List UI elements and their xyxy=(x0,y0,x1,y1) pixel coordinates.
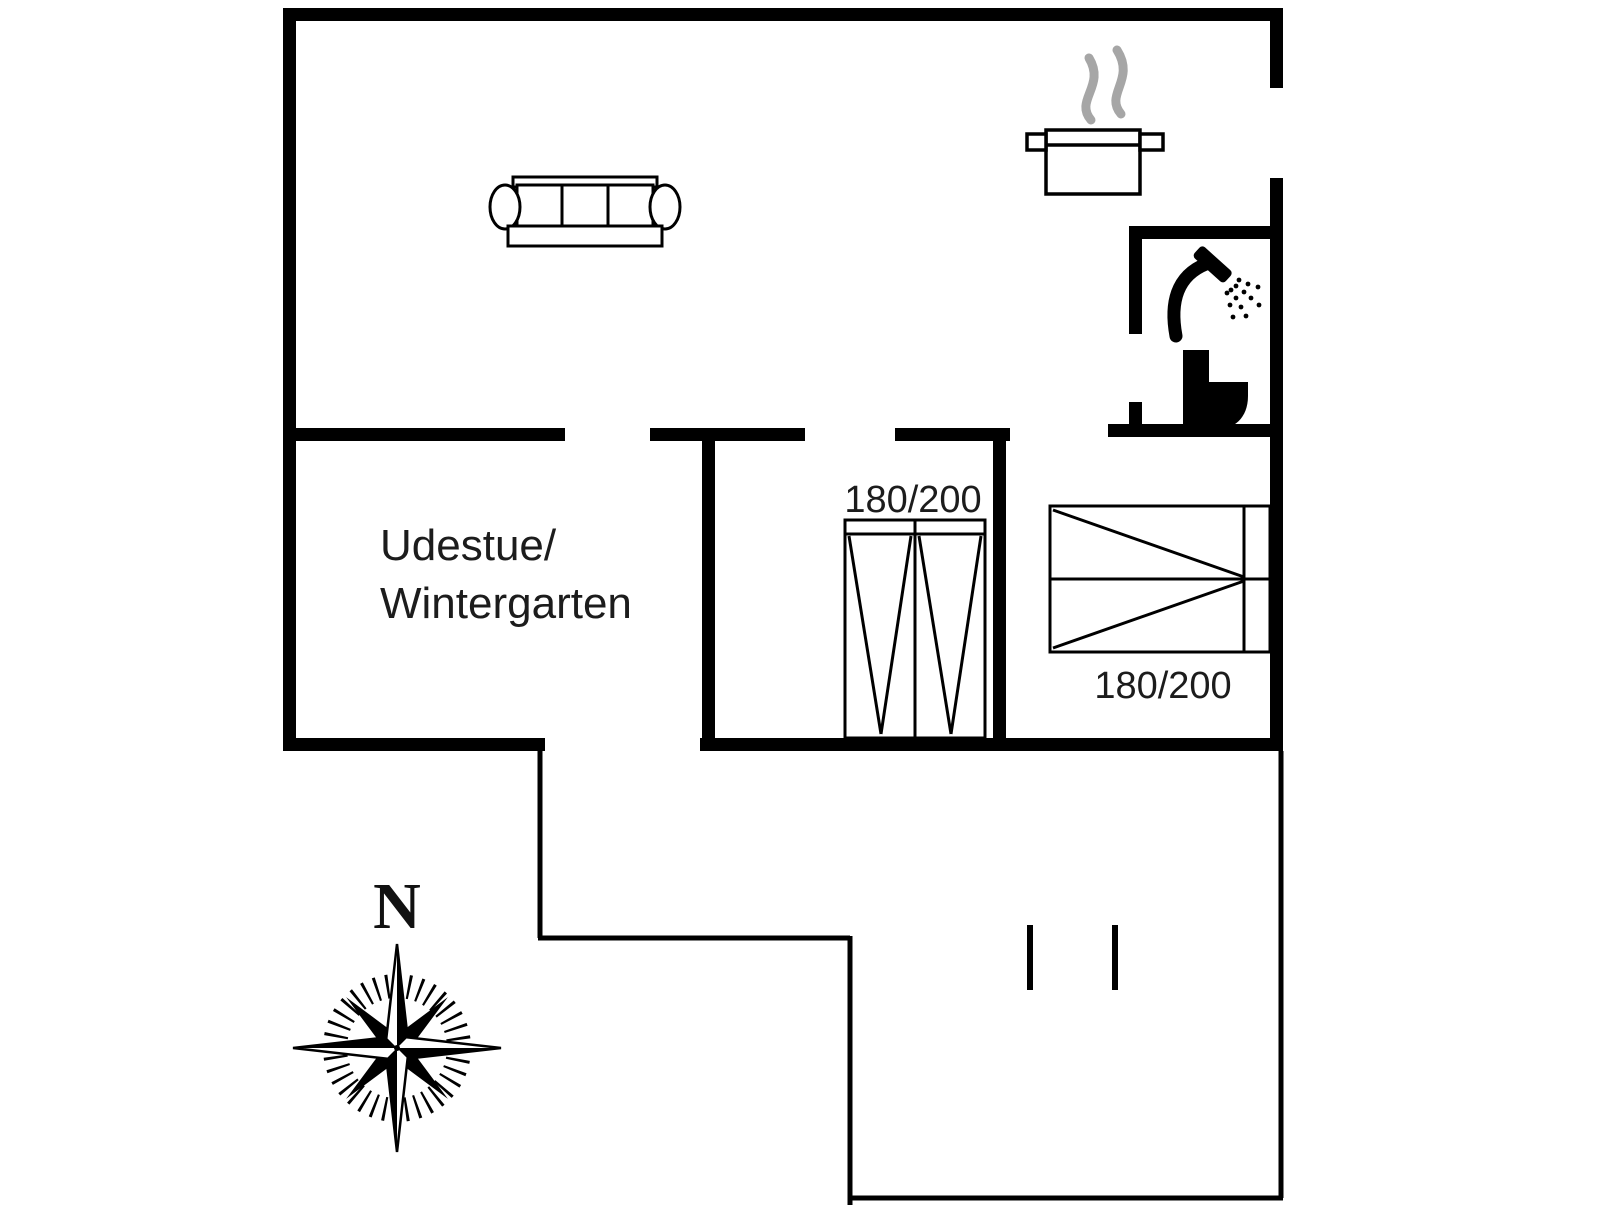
compass-rose-icon xyxy=(292,943,502,1153)
wall-top xyxy=(283,8,1283,21)
wall-bathroom-bottom xyxy=(1108,424,1283,437)
steam-icon xyxy=(1081,45,1128,125)
pot-handle-left xyxy=(1025,132,1048,152)
sofa-icon xyxy=(488,175,682,248)
wall-right-main xyxy=(1270,178,1283,751)
sofa-armrest-right xyxy=(648,183,682,231)
sofa-base xyxy=(506,224,664,248)
wall-left xyxy=(283,8,296,751)
wall-bathroom-left-upper xyxy=(1129,226,1142,334)
steam-wave-right xyxy=(1111,45,1128,119)
shower-head xyxy=(1193,246,1232,283)
shower-icon xyxy=(1167,246,1262,343)
sofa-seat xyxy=(515,183,655,230)
interior-walls xyxy=(283,226,1283,751)
wall-right-upper xyxy=(1270,8,1283,88)
door-opening-markers xyxy=(1027,925,1118,990)
bed1-fold-left-b xyxy=(879,535,913,735)
wall-bedroom1-top xyxy=(895,428,1010,441)
toilet-bowl xyxy=(1209,382,1248,430)
cooking-pot-icon xyxy=(1025,128,1165,196)
wall-bottom-left xyxy=(283,738,545,751)
bed1-fold-right-a xyxy=(917,535,953,735)
room-label-winter-garden: Udestue/ Wintergarten xyxy=(380,521,632,628)
wall-winter-garden-top xyxy=(283,428,565,441)
pot-body xyxy=(1044,128,1142,196)
room-label-line2: Wintergarten xyxy=(380,579,632,628)
wall-bedrooms-divider xyxy=(993,428,1006,751)
wall-bathroom-left-stub xyxy=(1129,402,1142,437)
compass-center-dot xyxy=(394,1045,400,1051)
wall-bathroom-top xyxy=(1129,226,1283,239)
bed-double-vertical xyxy=(843,518,987,740)
shower-arm xyxy=(1167,257,1213,343)
bed-size-label-1: 180/200 xyxy=(844,479,981,521)
room-label-line1: Udestue/ xyxy=(380,521,557,570)
bed2-fold-bottom xyxy=(1052,579,1245,650)
toilet-tank xyxy=(1183,350,1209,430)
sofa-armrest-left xyxy=(488,183,522,231)
wall-winter-garden-right xyxy=(702,428,715,751)
bed2-fold-top xyxy=(1052,508,1245,579)
steam-wave-left xyxy=(1081,53,1099,125)
toilet-icon xyxy=(1183,350,1248,430)
bed-size-label-2: 180/200 xyxy=(1094,665,1231,707)
terrace-lines xyxy=(537,751,1284,1205)
wall-bottom-right xyxy=(700,738,1283,751)
bed1-fold-left-a xyxy=(847,535,883,735)
pot-handle-right xyxy=(1138,132,1165,152)
bed1-fold-right-b xyxy=(949,535,983,735)
shower-spray-dots xyxy=(1224,277,1262,320)
wall-hall-center xyxy=(650,428,805,441)
bed-double-horizontal xyxy=(1048,504,1272,654)
compass-north-label: N xyxy=(373,870,421,943)
outer-walls xyxy=(283,8,1283,751)
compass-main-star-dark-halves xyxy=(293,944,501,1152)
